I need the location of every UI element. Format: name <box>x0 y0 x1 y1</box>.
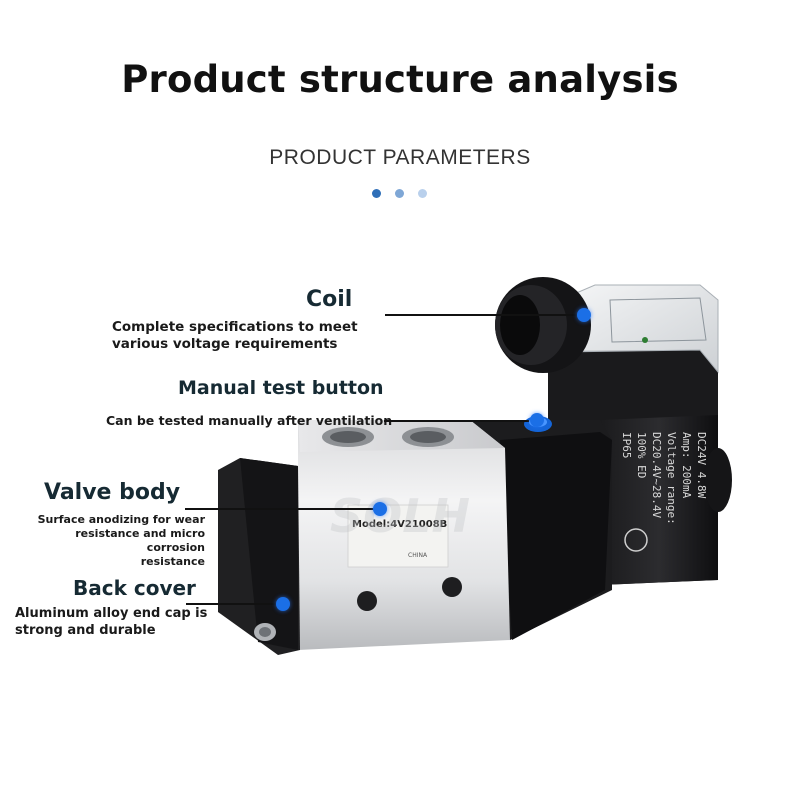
manual-button-label: Manual test button <box>178 377 384 399</box>
coil-description: Complete specifications to meet various … <box>112 319 358 354</box>
valve-body-desc-line: Surface anodizing for wear <box>37 513 205 526</box>
valve-body-desc-line: resistance and micro corrosion <box>75 527 205 555</box>
coil-label: Coil <box>306 287 353 312</box>
coil-face <box>600 415 718 585</box>
manual-leader-line <box>384 420 529 422</box>
section-dots <box>372 189 427 198</box>
back-cover-description: Aluminum alloy end cap is strong and dur… <box>15 606 207 639</box>
exhaust-port <box>357 591 377 611</box>
valve-body-desc-line: resistance <box>140 555 205 569</box>
dot-2 <box>395 189 404 198</box>
manual-button-description: Can be tested manually after ventilation <box>106 413 393 428</box>
coil-spec-line: IP65 <box>620 432 633 459</box>
coil-spec-line: Voltage range: <box>665 432 678 525</box>
coil-knob <box>704 448 732 512</box>
dot-1 <box>372 189 381 198</box>
page-title: Product structure analysis <box>121 58 679 101</box>
valve-body-marker <box>373 502 387 516</box>
coil-spec-line: 100% ED <box>635 432 648 478</box>
coil-spec-line: Amp: 200mA <box>680 432 693 499</box>
back-cover-desc-line: strong and durable <box>15 622 156 638</box>
coil-desc-line: various voltage requirements <box>112 336 338 353</box>
page-subtitle: PRODUCT PARAMETERS <box>269 146 531 169</box>
valve-body-description: Surface anodizing for wear resistance an… <box>18 513 205 569</box>
back-cover-desc-line: Aluminum alloy end cap is <box>15 606 208 621</box>
coil-specs: DC24V 4.8W Amp: 200mA Voltage range: DC2… <box>620 432 708 525</box>
coil-desc-line: Complete specifications to meet <box>112 319 358 335</box>
back-cover-leader-line <box>186 603 278 605</box>
coil-spec-line: DC20.4V~28.4V <box>650 432 663 518</box>
ce-mark <box>624 528 648 552</box>
valve-body-leader-line <box>185 508 375 510</box>
origin-text: CHINA <box>408 552 428 559</box>
watermark: SOLH <box>330 489 470 543</box>
dot-3 <box>418 189 427 198</box>
back-cover-label: Back cover <box>73 576 196 600</box>
coil-marker <box>577 308 591 322</box>
back-cover-marker <box>276 597 290 611</box>
model-text: Model:4V21008B <box>352 519 447 530</box>
coil-spec-line: DC24V 4.8W <box>695 432 708 499</box>
exhaust-port <box>442 577 462 597</box>
name-plate <box>347 504 449 568</box>
manual-marker <box>530 413 544 427</box>
valve-body-label: Valve body <box>44 480 181 505</box>
coil-leader-line <box>385 314 580 316</box>
